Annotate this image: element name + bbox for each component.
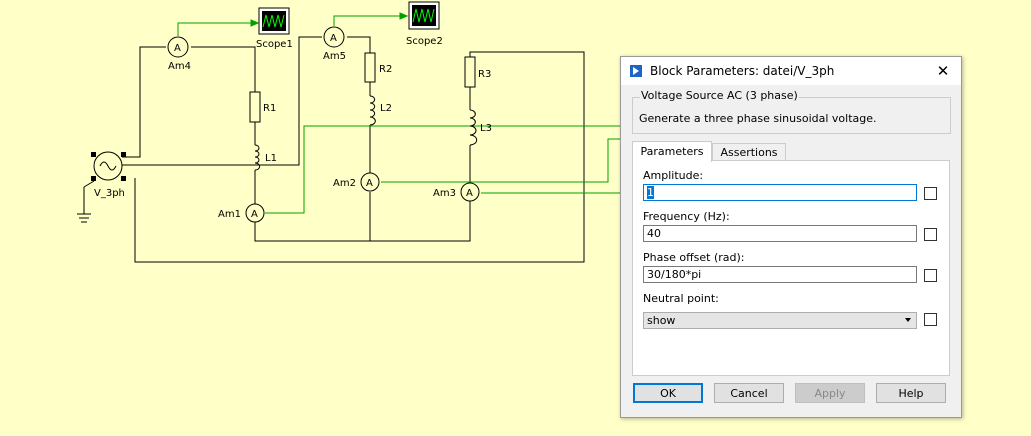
block-parameters-dialog: Block Parameters: datei/V_3ph ✕ Generate… [620,56,962,418]
signal-lines [177,12,620,214]
cancel-button[interactable]: Cancel [714,383,784,403]
description-text: Generate a three phase sinusoidal voltag… [639,112,877,125]
ammeter-am4[interactable]: A Am4 [167,36,191,72]
phase-offset-input[interactable]: 30/180*pi [643,266,917,283]
frequency-input[interactable]: 40 [643,225,917,242]
inductor-label: L2 [380,103,392,114]
inductor-l3[interactable]: L3 [469,109,492,146]
help-button[interactable]: Help [876,383,946,403]
inductor-label: L1 [265,153,277,164]
scope-2[interactable]: Scope2 [406,1,443,47]
ok-button[interactable]: OK [633,383,703,403]
description-group: Generate a three phase sinusoidal voltag… [632,97,951,134]
ammeter-label: Am1 [218,209,241,220]
resistor-r3[interactable]: R3 [464,56,491,88]
ammeter-symbol: A [366,178,373,189]
resistor-label: R2 [379,64,392,75]
neutral-point-select[interactable]: show [643,312,917,329]
ammeter-label: Am3 [433,188,456,199]
ammeter-label: Am2 [333,178,356,189]
chevron-down-icon [905,318,911,322]
ammeter-am5[interactable]: A Am5 [323,26,346,62]
ammeter-symbol: A [174,43,181,54]
ammeter-label: Am4 [168,61,191,72]
inductor-label: L3 [480,123,492,134]
scope-1[interactable]: Scope1 [256,7,293,50]
inductor-l1[interactable]: L1 [254,144,277,171]
resistor-label: R3 [478,69,491,80]
dialog-title: Block Parameters: datei/V_3ph [650,64,835,78]
ammeter-symbol: A [330,33,337,44]
ammeter-symbol: A [251,209,258,220]
neutral-point-value: show [647,314,676,327]
amplitude-value: 1 [647,186,654,199]
frequency-label: Frequency (Hz): [643,210,730,223]
source-label: V_3ph [94,188,125,199]
phase-offset-checkbox[interactable] [924,269,937,282]
ammeter-am1[interactable]: A Am1 [218,203,265,223]
group-title: Voltage Source AC (3 phase) [640,89,799,102]
resistor-r1[interactable]: R1 [249,91,276,123]
scope-label: Scope1 [256,39,293,50]
ammeter-am3[interactable]: A Am3 [433,182,480,202]
ammeter-am2[interactable]: A Am2 [333,172,380,192]
amplitude-checkbox[interactable] [924,187,937,200]
neutral-point-label: Neutral point: [643,292,719,305]
ammeter-symbol: A [466,188,473,199]
wires [77,36,585,263]
resistor-r2[interactable]: R2 [364,52,392,83]
voltage-source-block[interactable]: V_3ph [83,151,126,199]
phase-offset-label: Phase offset (rad): [643,251,745,264]
block-icon [630,65,642,77]
tab-parameters[interactable]: Parameters [632,141,712,162]
close-icon[interactable]: ✕ [936,62,950,80]
ammeter-label: Am5 [323,51,346,62]
parameters-panel: Amplitude: 1 Frequency (Hz): 40 Phase of… [632,160,950,376]
amplitude-label: Amplitude: [643,169,704,182]
frequency-checkbox[interactable] [924,228,937,241]
neutral-point-checkbox[interactable] [924,313,937,326]
inductor-l2[interactable]: L2 [369,95,392,126]
scope-label: Scope2 [406,36,443,47]
amplitude-input[interactable]: 1 [643,184,917,201]
dialog-titlebar[interactable]: Block Parameters: datei/V_3ph ✕ [621,57,961,85]
apply-button[interactable]: Apply [795,383,865,403]
resistor-label: R1 [263,103,276,114]
